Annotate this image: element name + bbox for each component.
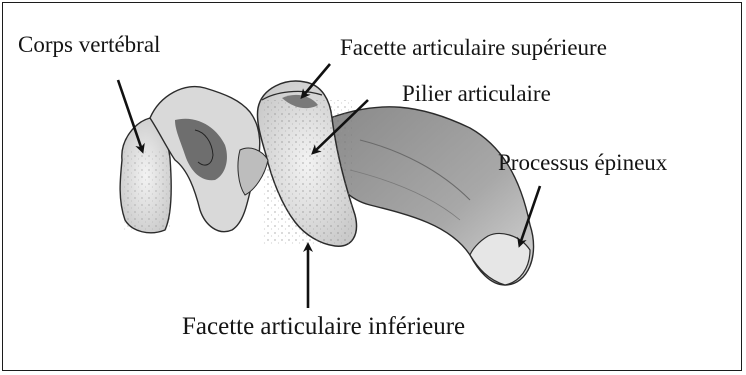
label-processus-epineux: Processus épineux xyxy=(498,151,667,174)
label-facette-articulaire-inferieure: Facette articulaire inférieure xyxy=(182,314,465,339)
label-pilier-articulaire: Pilier articulaire xyxy=(402,82,551,105)
label-facette-articulaire-superieure: Facette articulaire supérieure xyxy=(340,36,607,59)
label-corps-vertebral: Corps vertébral xyxy=(18,33,160,56)
